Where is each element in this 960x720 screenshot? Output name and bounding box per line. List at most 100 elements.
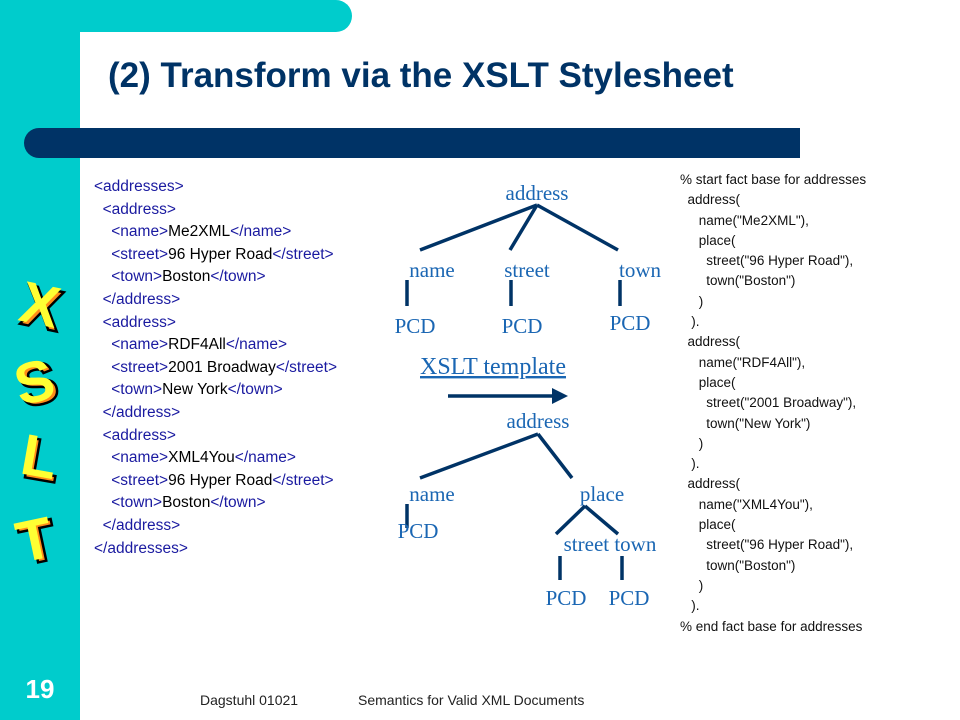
fact-line: ). xyxy=(680,598,700,614)
xml-open-tag: <town> xyxy=(111,268,163,286)
xml-line: <street>96 Hyper Road</street> xyxy=(94,244,337,267)
fact-line: town("New York") xyxy=(680,415,811,431)
xml-close-tag: </town> xyxy=(227,381,283,399)
fact-line: % start fact base for addresses xyxy=(680,172,867,187)
xml-open-tag: </addresses> xyxy=(94,539,188,557)
side-letter-s-highlight: S xyxy=(8,346,61,418)
xml-open-tag: </address> xyxy=(102,516,181,534)
fact-line: name("XML4You"), xyxy=(680,496,813,512)
xml-close-tag: </name> xyxy=(234,449,296,467)
xml-line: <address> xyxy=(94,425,337,448)
tree-top-leaf-edges xyxy=(405,280,622,306)
page-number: 19 xyxy=(25,674,55,704)
xml-open-tag: <name> xyxy=(111,223,169,241)
xml-line: <town>New York</town> xyxy=(94,379,337,402)
fact-line: ) xyxy=(680,577,704,593)
tree-bottom-leaf-street: PCD xyxy=(546,586,587,610)
xml-open-tag: <town> xyxy=(111,494,163,512)
xml-line: <name>RDF4All</name> xyxy=(94,334,337,357)
xml-line: </address> xyxy=(94,402,337,425)
fact-line: place( xyxy=(680,517,736,533)
xml-line: <name>Me2XML</name> xyxy=(94,221,337,244)
tree-top-edges xyxy=(419,203,619,252)
xml-open-tag: <address> xyxy=(102,313,176,331)
footer-event: Dagstuhl 01021 xyxy=(200,692,299,708)
top-accent-pill xyxy=(0,0,352,32)
fact-line: name("Me2XML"), xyxy=(680,212,809,228)
xml-text: 96 Hyper Road xyxy=(168,245,273,263)
fact-line: address( xyxy=(680,192,741,208)
tree-bottom-name: name xyxy=(409,482,454,506)
fact-line: address( xyxy=(680,334,741,350)
xml-source-listing: <addresses> <address> <name>Me2XML</name… xyxy=(94,176,337,560)
xml-line: <street>96 Hyper Road</street> xyxy=(94,470,337,493)
slide-title: (2) Transform via the XSLT Stylesheet xyxy=(108,56,734,95)
transform-arrow-head xyxy=(552,388,568,404)
fact-line: place( xyxy=(680,232,736,248)
xml-close-tag: </street> xyxy=(272,245,334,263)
fact-line: ). xyxy=(680,314,700,330)
side-letter-x-highlight: X xyxy=(14,280,66,341)
fact-line: town("Boston") xyxy=(680,273,796,289)
fact-line: street("96 Hyper Road"), xyxy=(680,537,854,553)
tree-top-child-street: street xyxy=(504,258,550,282)
tree-top-child-town: town xyxy=(619,258,662,282)
xml-text: RDF4All xyxy=(168,336,226,354)
tree-bottom-place: place xyxy=(580,482,624,506)
xml-close-tag: </street> xyxy=(272,471,334,489)
tree-bottom-edges xyxy=(419,432,574,480)
xml-line: </addresses> xyxy=(94,538,337,561)
xml-text: Boston xyxy=(162,268,211,286)
xml-line: <name>XML4You</name> xyxy=(94,447,337,470)
xml-open-tag: <address> xyxy=(102,426,176,444)
xml-line: </address> xyxy=(94,289,337,312)
xml-line: <addresses> xyxy=(94,176,337,199)
fact-line: ) xyxy=(680,293,704,309)
tree-top-leaf-1: PCD xyxy=(395,314,436,338)
xml-open-tag: <street> xyxy=(111,358,169,376)
fact-line: street("2001 Broadway"), xyxy=(680,395,857,411)
left-sidebar-band xyxy=(0,0,80,720)
xml-text: XML4You xyxy=(168,449,235,467)
xml-close-tag: </name> xyxy=(225,336,288,354)
xml-text: Boston xyxy=(162,494,211,512)
fact-line: ) xyxy=(680,435,704,451)
fact-line: % end fact base for addresses xyxy=(680,618,863,634)
xml-open-tag: <street> xyxy=(111,245,169,263)
xml-line: <town>Boston</town> xyxy=(94,492,337,515)
xml-close-tag: </street> xyxy=(275,358,338,376)
xslt-side-logo: X S L T X S L T xyxy=(8,280,70,579)
xml-text: Me2XML xyxy=(168,223,231,241)
xml-line: </address> xyxy=(94,515,337,538)
xml-open-tag: </address> xyxy=(102,290,181,308)
xml-close-tag: </town> xyxy=(210,494,266,512)
xml-open-tag: <town> xyxy=(111,381,163,399)
xml-open-tag: <address> xyxy=(102,200,176,218)
xml-close-tag: </town> xyxy=(210,268,266,286)
tree-top-leaf-2: PCD xyxy=(502,314,543,338)
fact-line: ). xyxy=(680,456,700,472)
tree-bottom-leaf-edges xyxy=(558,556,624,580)
fact-line: address( xyxy=(680,476,741,492)
fact-line: name("RDF4All"), xyxy=(680,354,806,370)
xslt-template-label: XSLT template xyxy=(420,354,566,380)
xml-open-tag: <name> xyxy=(111,336,169,354)
tree-top-child-name: name xyxy=(409,258,454,282)
xml-line: <address> xyxy=(94,312,337,335)
xml-line: <street>2001 Broadway</street> xyxy=(94,357,337,380)
tree-bottom-root: address xyxy=(507,409,570,433)
xml-line: <town>Boston</town> xyxy=(94,266,337,289)
xml-close-tag: </name> xyxy=(230,223,292,241)
side-letter-t-highlight: T xyxy=(10,505,58,576)
xslt-tree-diagram: address name street town PCD PCD PCD XSL… xyxy=(395,181,662,610)
fact-line: street("96 Hyper Road"), xyxy=(680,253,854,269)
title-underline-bar xyxy=(24,128,800,158)
footer-title: Semantics for Valid XML Documents xyxy=(358,692,585,708)
tree-bottom-leaf-name: PCD xyxy=(398,519,439,543)
tree-top-leaf-3: PCD xyxy=(610,311,651,335)
tree-bottom-leaf-town: PCD xyxy=(609,586,650,610)
fact-line: town("Boston") xyxy=(680,557,796,573)
xml-open-tag: <addresses> xyxy=(94,178,184,195)
xml-open-tag: <name> xyxy=(111,449,169,467)
xml-open-tag: </address> xyxy=(102,403,181,421)
